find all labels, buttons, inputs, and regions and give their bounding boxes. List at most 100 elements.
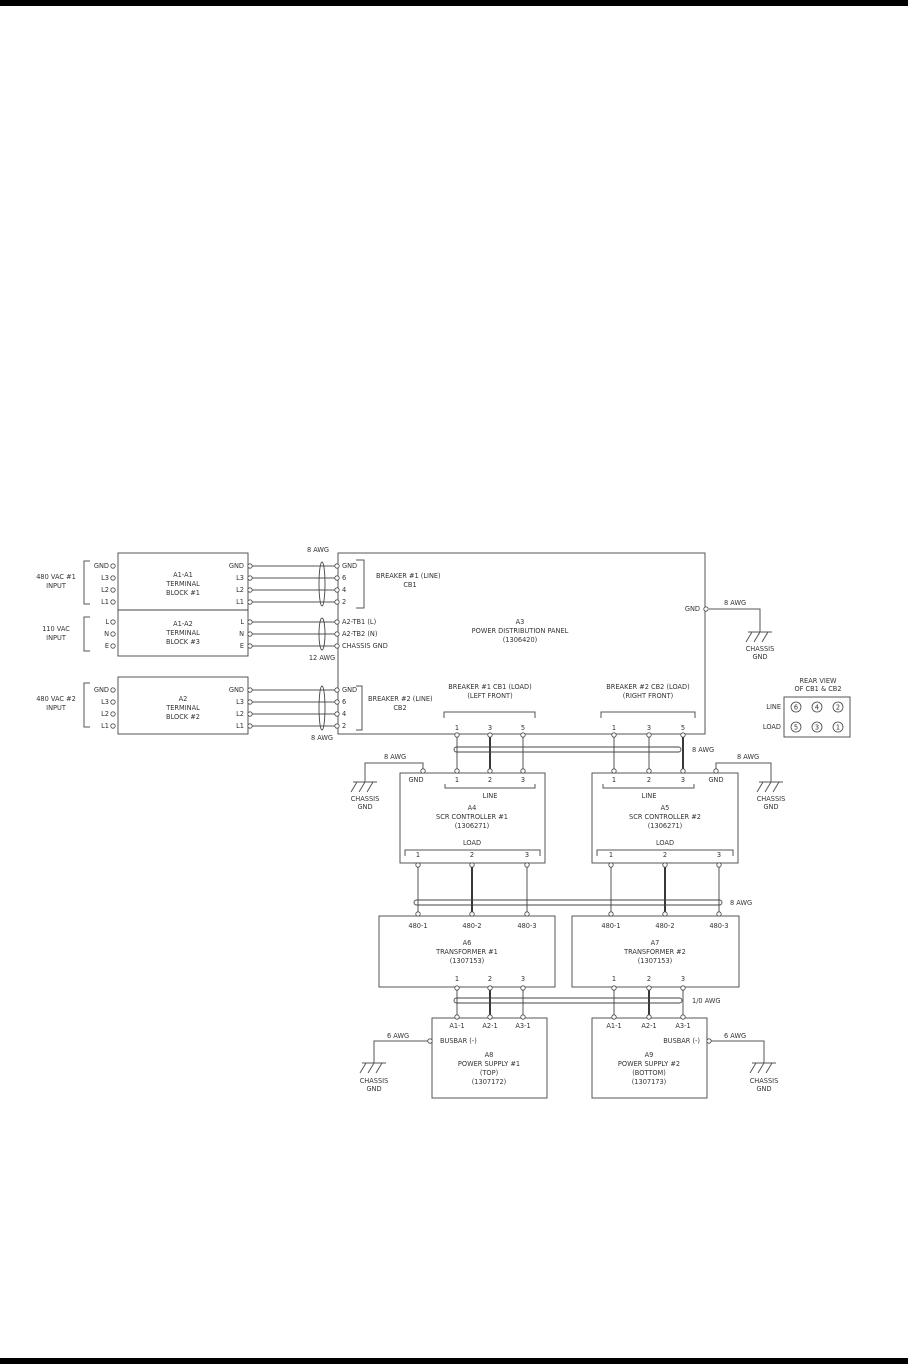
wire-gauge: 6 AWG	[724, 1032, 746, 1040]
terminal-pin: 3	[681, 975, 685, 983]
wire-gauge: 8 AWG	[311, 734, 333, 742]
block-part-number: (1307173)	[632, 1078, 667, 1086]
input-110vac: 110 VAC INPUT	[42, 616, 90, 652]
terminal-label: L1	[101, 722, 109, 730]
wire-gauge: 8 AWG	[737, 753, 759, 761]
power-supply-1: A1-1 A2-1 A3-1 BUSBAR (-) A8 POWER SUPPL…	[431, 1017, 548, 1099]
block-position: (BOTTOM)	[632, 1069, 666, 1077]
block-part-number: (1306271)	[455, 822, 490, 830]
wire-bundle	[453, 997, 683, 1004]
terminal-pin: 2	[663, 851, 667, 859]
block-part-number: (1306420)	[503, 636, 538, 644]
load-label: LOAD	[656, 839, 674, 847]
terminal-label: L3	[236, 574, 244, 582]
rear-view-load-label: LOAD	[763, 723, 781, 731]
terminal-label: BUSBAR (-)	[663, 1037, 700, 1045]
rear-view-title: REAR VIEW	[799, 677, 837, 685]
terminal-label: BUSBAR (-)	[440, 1037, 477, 1045]
breaker-load-label: BREAKER #1 CB1 (LOAD)	[448, 683, 531, 691]
breaker-label: BREAKER #1 (LINE)	[376, 572, 441, 580]
terminal-label: 4	[342, 586, 346, 594]
terminal-label: L3	[101, 698, 109, 706]
block-name: TRANSFORMER #1	[435, 948, 498, 956]
input-label-line1: 480 VAC #1	[36, 573, 76, 581]
terminal-label: E	[240, 642, 244, 650]
breaker-rear-view: REAR VIEW OF CB1 & CB2 LINE LOAD 6 4 2 5…	[763, 677, 851, 738]
breaker-label: CB1	[403, 581, 416, 589]
block-name: TERMINAL	[165, 704, 200, 712]
input-label-line1: 110 VAC	[42, 625, 70, 633]
terminal-pin: 3	[521, 776, 525, 784]
terminal-pin: 2	[647, 975, 651, 983]
terminal-pin: A2-1	[641, 1022, 656, 1030]
block-name: POWER SUPPLY #1	[458, 1060, 520, 1068]
chassis-gnd-label: GND	[752, 653, 767, 661]
terminal-pin: 480-2	[462, 922, 481, 930]
terminal-label: L	[105, 618, 109, 626]
block-part-number: (1307172)	[472, 1078, 507, 1086]
rear-view-pin: 3	[815, 724, 819, 732]
input-label-line2: INPUT	[46, 582, 67, 590]
breaker-label: BREAKER #2 (LINE)	[368, 695, 433, 703]
terminal-pin: 480-3	[709, 922, 728, 930]
bottom-rule	[0, 1358, 908, 1364]
line-label: LINE	[483, 792, 498, 800]
terminal-pin: 3	[681, 776, 685, 784]
chassis-gnd-label: CHASSIS	[757, 795, 786, 803]
block-designator: A4	[468, 804, 477, 812]
breaker-load-label: (LEFT FRONT)	[467, 692, 512, 700]
terminal-label: L2	[236, 710, 244, 718]
terminal-label: 4	[342, 710, 346, 718]
terminal-label: E	[105, 642, 109, 650]
input-label-line1: 480 VAC #2	[36, 695, 76, 703]
transformer-1: A6 TRANSFORMER #1 (1307153) 480-1 480-2 …	[378, 915, 556, 988]
breaker-load-label: BREAKER #2 CB2 (LOAD)	[606, 683, 689, 691]
block-designator: A2	[179, 695, 188, 703]
terminal-label: GND	[685, 605, 700, 613]
block-designator: A1-A2	[173, 620, 193, 628]
terminal-pin: 2	[647, 776, 651, 784]
terminal-label: L3	[101, 574, 109, 582]
terminal-label: N	[239, 630, 244, 638]
scr2-chassis-ground: 8 AWG CHASSIS GND	[715, 753, 786, 811]
terminal-block-3: A1-A2 TERMINAL BLOCK #3 L N E L N E	[104, 609, 249, 657]
terminal-label: GND	[229, 562, 244, 570]
pdp-to-scr-wires: 8 AWG	[453, 736, 714, 770]
chassis-gnd-label: CHASSIS	[750, 1077, 779, 1085]
line-label: LINE	[642, 792, 657, 800]
wire-gauge: 12 AWG	[309, 654, 335, 662]
terminal-pin: 2	[488, 975, 492, 983]
terminal-pin: 480-3	[517, 922, 536, 930]
scr-controller-2: A5 SCR CONTROLLER #2 (1306271) GND 1 2 3…	[591, 772, 739, 864]
terminal-label: L2	[236, 586, 244, 594]
wire-bundle	[453, 746, 682, 753]
terminal-label: 6	[342, 574, 346, 582]
terminal-pin: 3	[525, 851, 529, 859]
block-part-number: (1306271)	[648, 822, 683, 830]
rear-view-title: OF CB1 & CB2	[794, 685, 841, 693]
terminal-pin: 3	[521, 975, 525, 983]
block-name-2: BLOCK #1	[166, 589, 200, 597]
block-name: SCR CONTROLLER #2	[629, 813, 701, 821]
input-480vac-2: 480 VAC #2 INPUT	[36, 682, 90, 728]
terminal-pin: 1	[416, 851, 420, 859]
terminal-pin: A2-1	[482, 1022, 497, 1030]
block-name: POWER DISTRIBUTION PANEL	[472, 627, 569, 635]
block-designator: A3	[516, 618, 525, 626]
power-distribution-panel: A3 POWER DISTRIBUTION PANEL (1306420) GN…	[337, 552, 706, 735]
terminal-pin: A3-1	[515, 1022, 530, 1030]
wire-gauge: 8 AWG	[307, 546, 329, 554]
breaker-pin: 5	[681, 724, 685, 732]
wire-gauge: 8 AWG	[724, 599, 746, 607]
terminal-label: GND	[229, 686, 244, 694]
terminal-pin: 2	[470, 851, 474, 859]
terminal-label: GND	[94, 562, 109, 570]
transformer-2: A7 TRANSFORMER #2 (1307153) 480-1 480-2 …	[571, 915, 740, 988]
breaker-pin: 5	[521, 724, 525, 732]
terminal-block-2: A2 TERMINAL BLOCK #2 GND L3 L2 L1 GND L3…	[94, 676, 249, 735]
terminal-pin: A1-1	[606, 1022, 621, 1030]
terminal-label: N	[104, 630, 109, 638]
terminal-label: L1	[236, 598, 244, 606]
scr1-chassis-ground: 8 AWG CHASSIS GND	[350, 753, 424, 811]
